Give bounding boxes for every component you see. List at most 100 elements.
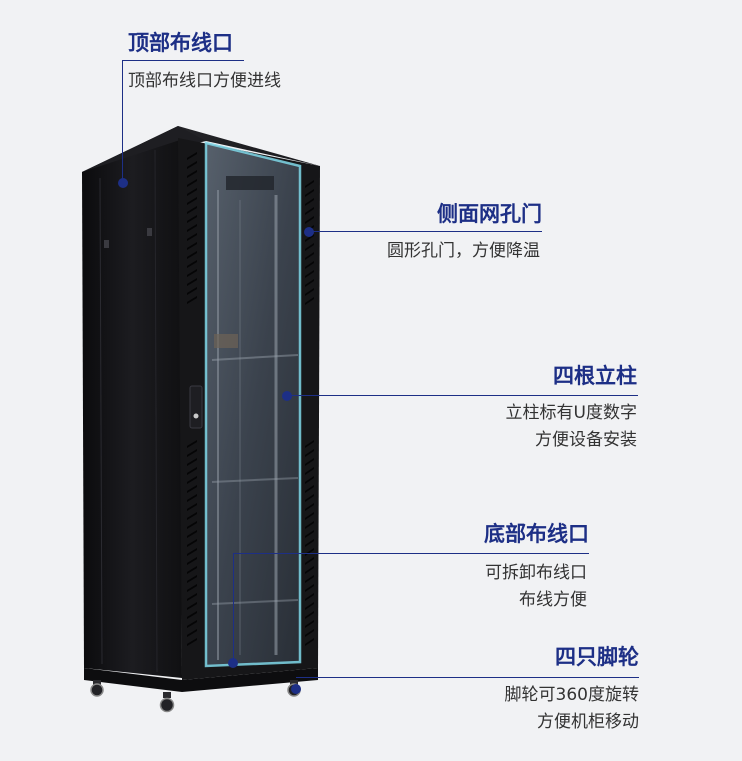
vent-slit [187,179,197,187]
callout-desc-top-cable-entry: 顶部布线口方便进线 [128,71,281,91]
callout-marker-dot [282,391,292,401]
callout-desc-four-posts-1: 立柱标有U度数字 [505,403,637,423]
vent-slit [187,620,197,628]
vent-slit [187,152,197,160]
vent-slit [187,251,197,259]
vent-slit [187,539,197,547]
callout-desc-side-mesh-door: 圆形孔门，方便降温 [387,241,540,261]
vent-slit [187,602,197,610]
vent-slit [187,161,197,169]
vent-slit [305,539,314,547]
door-handle [189,385,203,429]
callout-marker-dot [118,178,128,188]
vent-slit [305,467,314,475]
vent-slit [305,548,314,556]
callout-title-four-posts: 四根立柱 [553,364,637,388]
vent-slit [187,188,197,196]
vent-slit [305,207,314,215]
callout-leader-line [233,553,234,663]
vent-slit [187,629,197,637]
vent-slit [187,521,197,529]
vent-slit [187,197,197,205]
callout-marker-dot [291,684,301,694]
glass-door [206,143,300,666]
vent-slit [187,566,197,574]
vent-slit [187,260,197,268]
vent-slit [305,512,314,520]
vent-slit [187,494,197,502]
vent-slit [305,575,314,583]
vent-slit [305,279,314,287]
vent-slit [187,467,197,475]
callout-title-top-cable-entry: 顶部布线口 [128,31,233,55]
vent-slit [187,170,197,178]
vent-slit [187,233,197,241]
vent-slit [305,620,314,628]
vent-slit [187,638,197,646]
vent-slit [187,530,197,538]
vent-slit [305,638,314,646]
vent-slit [305,288,314,296]
vent-slit [187,575,197,583]
vent-slit [187,485,197,493]
vent-slit [305,198,314,206]
callout-desc-four-casters-2: 方便机柜移动 [537,712,639,732]
vent-slit [305,243,314,251]
vent-slit [187,296,197,304]
vent-slit [305,629,314,637]
vent-slit [305,611,314,619]
vent-slit [305,521,314,529]
vent-slit [305,189,314,197]
vent-slit [305,440,314,448]
vent-slit [187,449,197,457]
vent-slit [305,270,314,278]
vent-slit [305,180,314,188]
vent-slit [305,584,314,592]
callout-title-bottom-cable-entry: 底部布线口 [484,522,589,546]
cabinet-top [82,126,320,172]
vent-slit [305,261,314,269]
vent-slit [187,593,197,601]
callout-desc-four-casters-1: 脚轮可360度旋转 [504,685,639,705]
vent-slit [187,584,197,592]
cabinet-side-panel [82,140,182,678]
vent-slit [305,530,314,538]
vent-slit [187,611,197,619]
vent-slit [187,548,197,556]
vent-slit [305,449,314,457]
vent-slit [305,557,314,565]
vent-slit [305,566,314,574]
vent-slit [187,278,197,286]
callout-title-four-casters: 四只脚轮 [555,645,639,669]
vent-slit [305,494,314,502]
vent-slit [305,458,314,466]
door-vent-right [305,180,314,646]
vent-slit [305,485,314,493]
callout-leader-line [287,395,638,396]
vent-slit [187,440,197,448]
vent-slit [187,287,197,295]
callout-leader-line [309,231,542,232]
vent-slit [305,602,314,610]
callout-marker-dot [304,227,314,237]
callout-leader-line [233,553,589,554]
vent-slit [305,252,314,260]
vent-slit [305,503,314,511]
callout-leader-line [296,677,639,678]
vent-slit [305,593,314,601]
vent-slit [305,216,314,224]
vent-slit [187,458,197,466]
vent-slit [187,242,197,250]
vent-slit [305,297,314,305]
callout-desc-bottom-cable-entry-1: 可拆卸布线口 [485,563,587,583]
vent-slit [305,476,314,484]
vent-slit [187,512,197,520]
callout-desc-four-posts-2: 方便设备安装 [535,430,637,450]
vent-slit [187,215,197,223]
callout-marker-dot [228,658,238,668]
callout-underline [122,60,244,61]
vent-slit [187,557,197,565]
vent-slit [187,269,197,277]
